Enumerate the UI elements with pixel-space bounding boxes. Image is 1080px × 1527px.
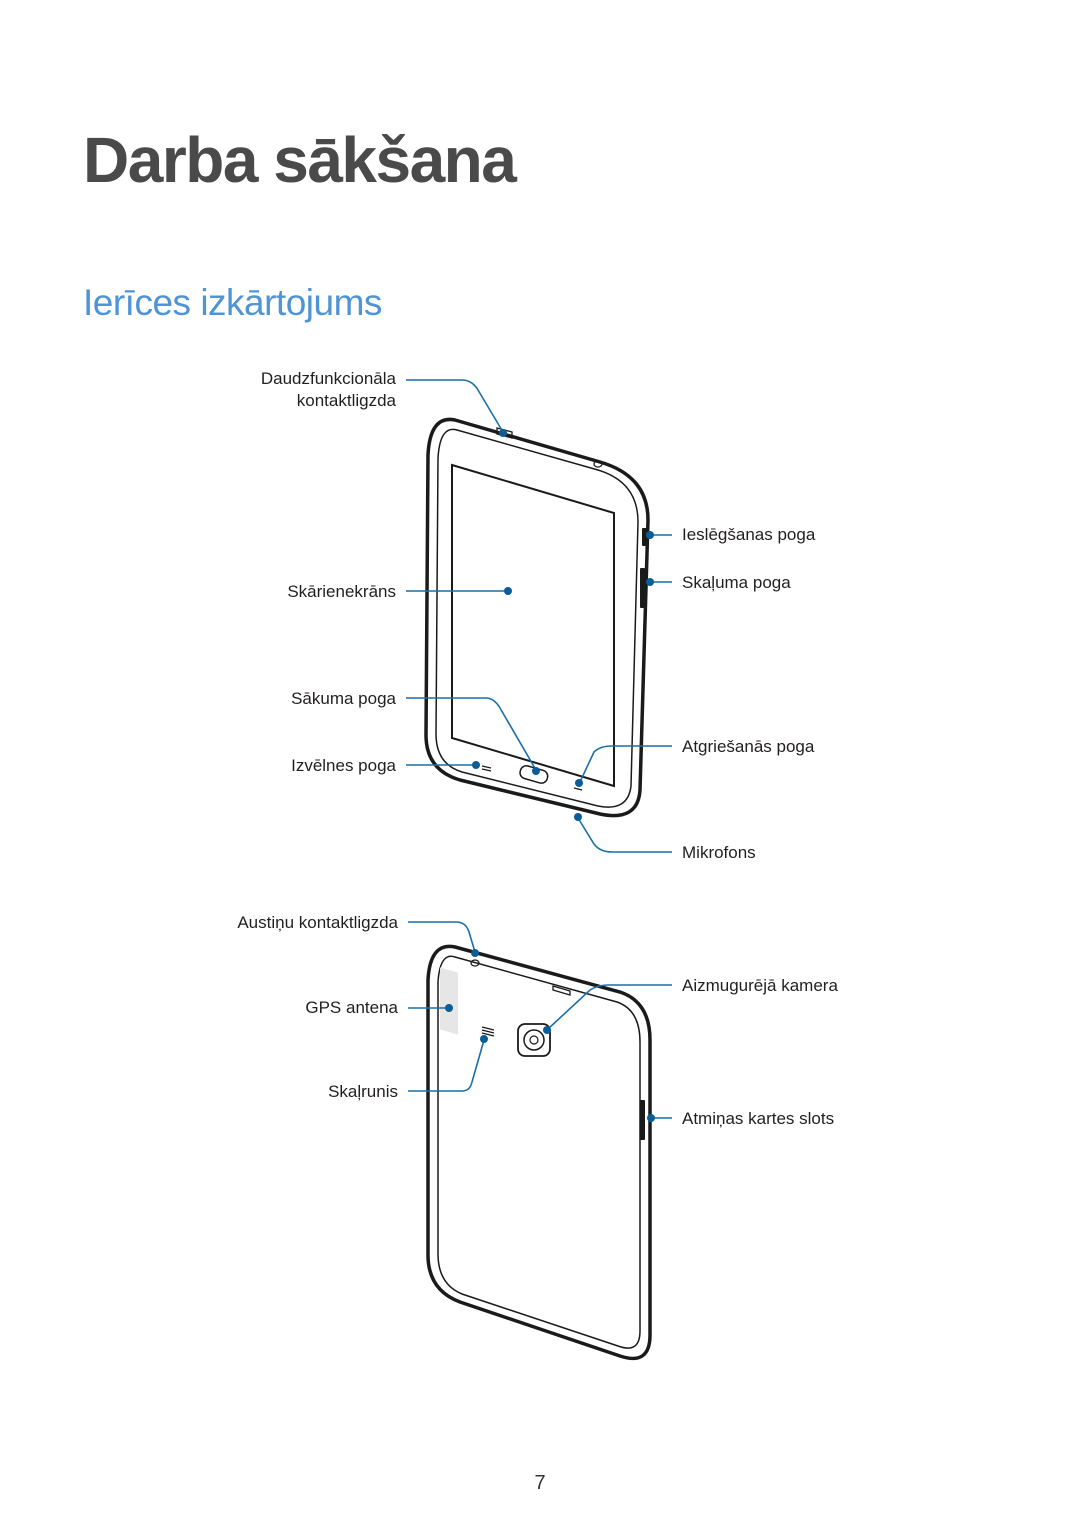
front-device: [424, 417, 650, 818]
callout-home-button: [406, 697, 540, 775]
back-device: [426, 944, 652, 1361]
section-title: Ierīces izkārtojums: [83, 282, 382, 323]
label-multifunction-jack-line1: Daudzfunkcionāla: [261, 369, 397, 388]
callout-speaker: [408, 1035, 488, 1092]
callout-menu-button: [406, 761, 480, 769]
callout-multifunction-jack: [406, 379, 507, 437]
label-gps-antenna: GPS antena: [305, 998, 398, 1017]
label-back-button: Atgriešanās poga: [682, 737, 815, 756]
label-power-button: Ieslēgšanas poga: [682, 525, 816, 544]
callout-touchscreen: [406, 587, 512, 595]
label-speaker: Skaļrunis: [328, 1082, 398, 1101]
callout-headset-jack: [408, 921, 479, 957]
callout-microphone: [574, 813, 672, 853]
label-home-button: Sākuma poga: [291, 689, 396, 708]
label-touchscreen: Skārienekrāns: [287, 582, 396, 601]
label-headset-jack: Austiņu kontaktligzda: [237, 913, 398, 932]
rear-camera-shape: [517, 1023, 551, 1057]
label-menu-button: Izvēlnes poga: [291, 756, 396, 775]
callout-volume-button: [646, 578, 672, 586]
callout-memory-card-slot: [647, 1114, 672, 1122]
callout-back-button: [575, 745, 672, 787]
callout-power-button: [646, 531, 672, 539]
label-multifunction-jack-line2: kontaktligzda: [297, 391, 397, 410]
label-microphone: Mikrofons: [682, 843, 756, 862]
page-number: 7: [534, 1472, 546, 1494]
chapter-title: Darba sākšana: [83, 124, 517, 196]
touchscreen-area: [451, 463, 615, 788]
label-memory-card-slot: Atmiņas kartes slots: [682, 1109, 834, 1128]
callout-gps-antenna: [408, 1004, 453, 1012]
callout-rear-camera: [543, 984, 672, 1034]
label-rear-camera: Aizmugurējā kamera: [682, 976, 838, 995]
gps-antenna-area: [440, 967, 458, 1035]
label-volume-button: Skaļuma poga: [682, 573, 791, 592]
